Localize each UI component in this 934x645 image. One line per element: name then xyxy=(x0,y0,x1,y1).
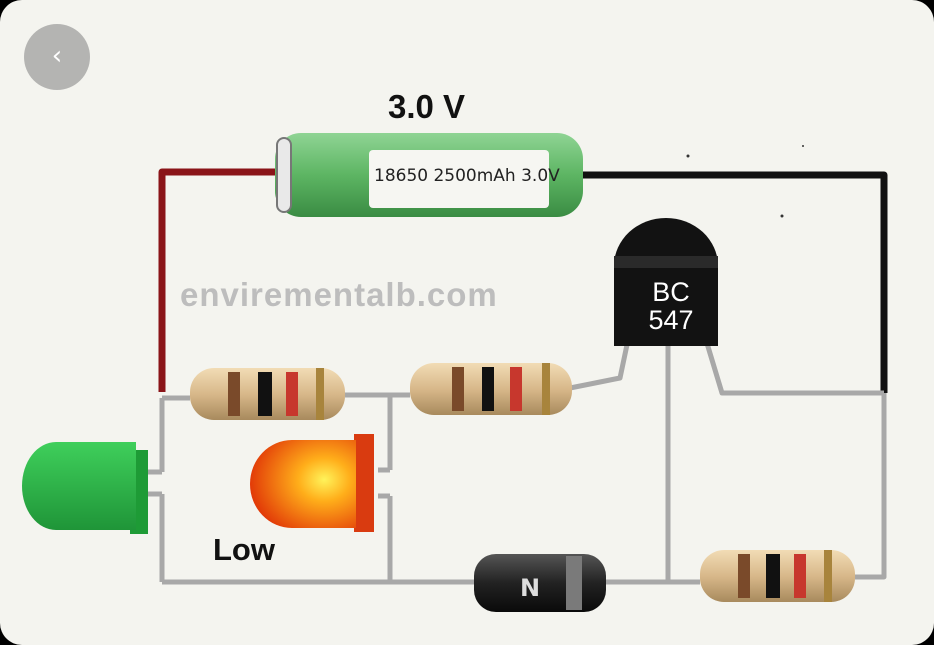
red-wire xyxy=(158,168,285,392)
chevron-left-icon: ‹ xyxy=(51,40,63,71)
transistor-label: BC 547 xyxy=(646,278,696,334)
transistor-label-line1: BC xyxy=(652,277,690,307)
led-low-label: Low xyxy=(213,532,275,567)
resistor-2 xyxy=(410,363,572,415)
orange-led xyxy=(250,434,374,532)
battery xyxy=(275,133,583,217)
battery-label: 18650 2500mAh 3.0V xyxy=(374,166,560,186)
svg-text:N: N xyxy=(520,574,540,602)
diode: N xyxy=(474,554,606,612)
wires xyxy=(148,168,888,585)
black-wire xyxy=(580,171,888,393)
green-led xyxy=(22,442,148,534)
transistor xyxy=(614,218,718,346)
resistor-1 xyxy=(190,368,345,420)
watermark: envirementalb.com xyxy=(180,276,498,313)
back-button[interactable]: ‹ xyxy=(24,24,90,90)
transistor-label-line2: 547 xyxy=(648,305,694,335)
battery-voltage-label: 3.0 V xyxy=(388,88,466,125)
resistor-3 xyxy=(700,550,855,602)
